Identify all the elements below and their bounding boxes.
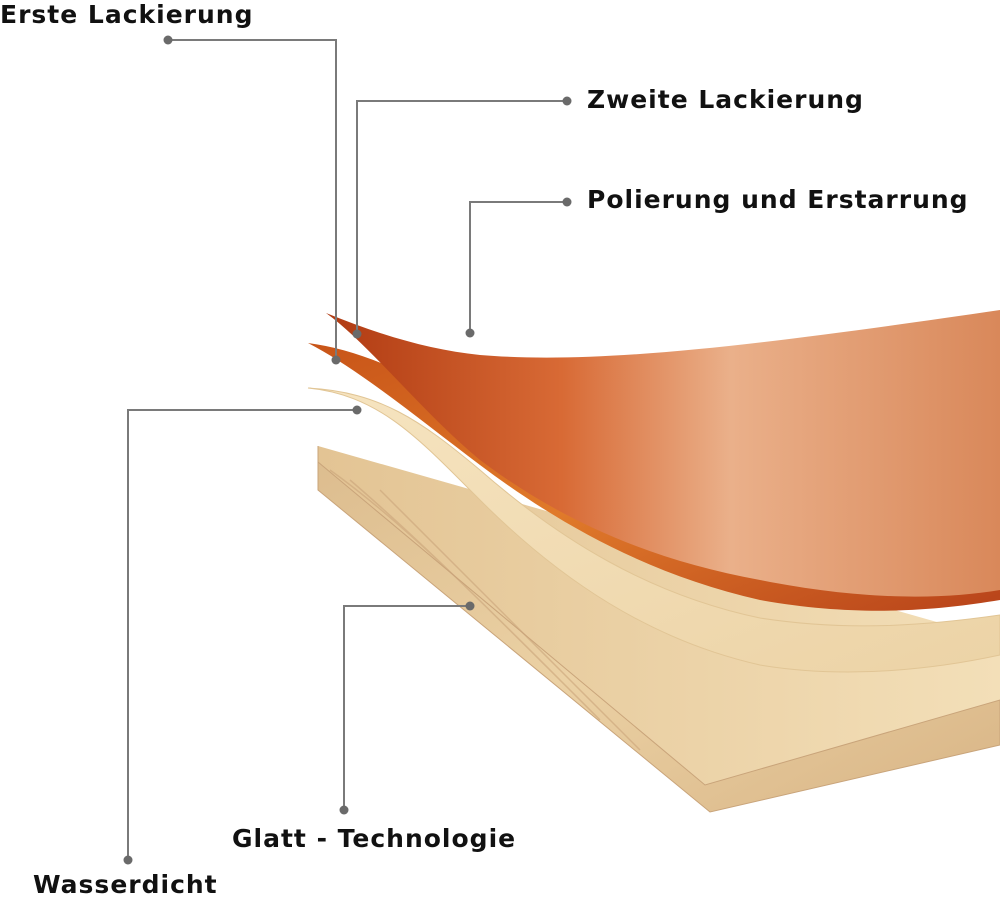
leader-erste xyxy=(168,39,337,360)
label-erste-lackierung: Erste Lackierung xyxy=(0,0,254,29)
leader-wasserdicht xyxy=(127,409,357,860)
leader-glatt xyxy=(343,605,470,810)
veneer-layer xyxy=(307,387,1000,673)
dot-wasserdicht-end xyxy=(123,855,133,865)
board-side-face xyxy=(317,446,1000,813)
dot-polierung-end xyxy=(465,328,475,338)
label-polierung-und-erstarrung: Polierung und Erstarrung xyxy=(587,185,969,214)
dot-wasserdicht-start xyxy=(352,405,362,415)
label-wasserdicht: Wasserdicht xyxy=(33,870,218,899)
label-zweite-lackierung: Zweite Lackierung xyxy=(587,85,864,114)
leader-zweite xyxy=(356,100,567,334)
top-lacquer-layer xyxy=(326,310,1000,597)
leader-lines xyxy=(127,39,567,860)
label-glatt-technologie: Glatt - Technologie xyxy=(232,824,517,853)
leader-dots xyxy=(123,35,572,865)
dot-glatt-start xyxy=(465,601,475,611)
dot-erste-end xyxy=(331,355,341,365)
dot-zweite-start xyxy=(562,96,572,106)
board-grain xyxy=(329,469,641,751)
leader-polierung xyxy=(469,201,567,333)
dot-polierung-start xyxy=(562,197,572,207)
dot-zweite-end xyxy=(352,329,362,339)
dot-erste-start xyxy=(163,35,173,45)
dot-glatt-end xyxy=(339,805,349,815)
